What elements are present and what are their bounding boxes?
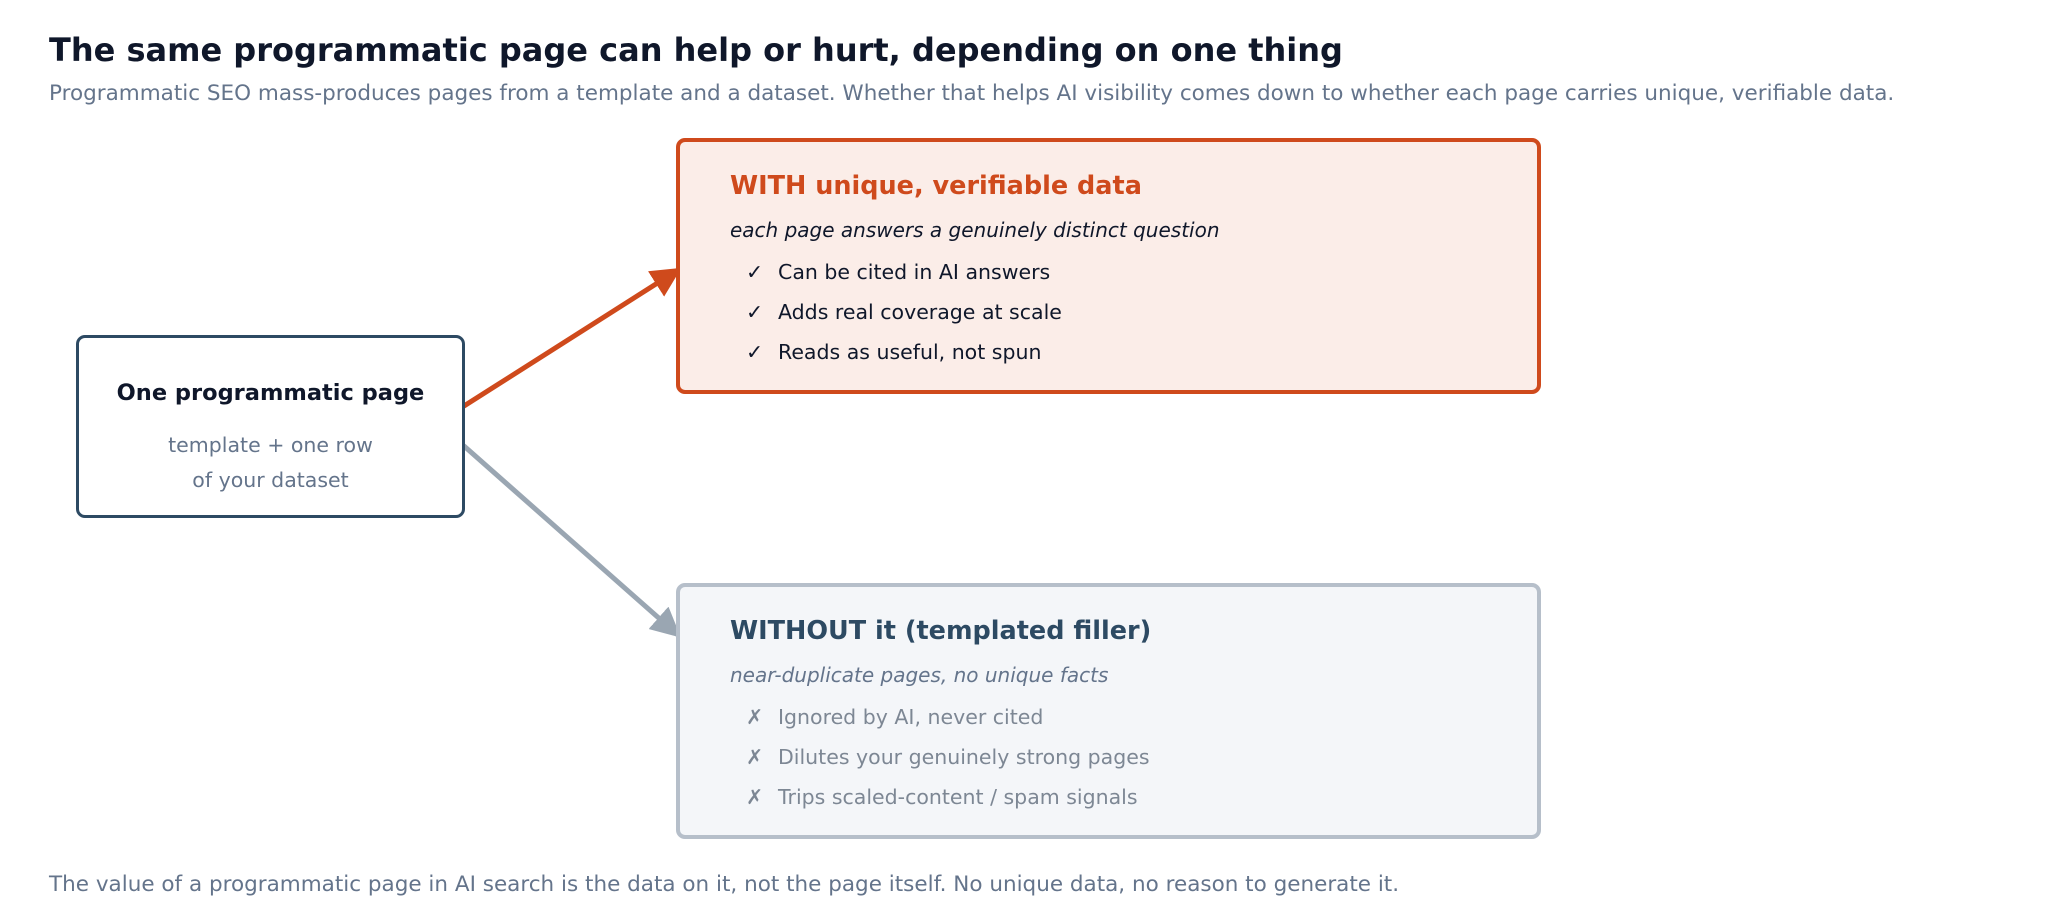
programmatic-page-description-line: template + one row (168, 433, 373, 457)
benefit-item: ✓ Adds real coverage at scale (746, 292, 1062, 332)
programmatic-page-description: template + one row of your dataset (79, 428, 462, 498)
drawback-text: Ignored by AI, never cited (778, 705, 1044, 729)
without-data-outcome-box: WITHOUT it (templated filler) near-dupli… (676, 583, 1541, 839)
programmatic-page-node: One programmatic page template + one row… (76, 335, 465, 518)
check-icon: ✓ (746, 260, 764, 284)
drawback-item: ✗ Trips scaled-content / spam signals (746, 777, 1150, 817)
with-data-benefit-list: ✓ Can be cited in AI answers ✓ Adds real c… (746, 252, 1062, 372)
cross-icon: ✗ (746, 745, 764, 769)
with-data-outcome-box: WITH unique, verifiable data each page a… (676, 138, 1541, 394)
diagram-title: The same programmatic page can help or h… (49, 31, 1343, 69)
benefit-text: Reads as useful, not spun (778, 340, 1042, 364)
without-data-drawback-list: ✗ Ignored by AI, never cited ✗ Dilutes you… (746, 697, 1150, 817)
benefit-item: ✓ Reads as useful, not spun (746, 332, 1062, 372)
check-icon: ✓ (746, 340, 764, 364)
programmatic-page-title: One programmatic page (116, 380, 425, 406)
benefit-text: Can be cited in AI answers (778, 260, 1051, 284)
drawback-item: ✗ Dilutes your genuinely strong pages (746, 737, 1150, 777)
diagram-subtitle: Programmatic SEO mass-produces pages fro… (49, 81, 1895, 106)
with-data-heading: WITH unique, verifiable data (730, 171, 1142, 201)
arrow-to-with-data (461, 267, 682, 409)
cross-icon: ✗ (746, 785, 764, 809)
drawback-text: Dilutes your genuinely strong pages (778, 745, 1150, 769)
cross-icon: ✗ (746, 705, 764, 729)
footer-note: The value of a programmatic page in AI s… (49, 872, 1400, 897)
benefit-text: Adds real coverage at scale (778, 300, 1062, 324)
arrow-to-without-data (461, 443, 681, 638)
check-icon: ✓ (746, 300, 764, 324)
benefit-item: ✓ Can be cited in AI answers (746, 252, 1062, 292)
without-data-tagline: near-duplicate pages, no unique facts (730, 663, 1109, 687)
drawback-text: Trips scaled-content / spam signals (778, 785, 1138, 809)
programmatic-page-description-line: of your dataset (192, 468, 349, 492)
with-data-tagline: each page answers a genuinely distinct q… (730, 218, 1220, 242)
without-data-heading: WITHOUT it (templated filler) (730, 616, 1152, 646)
drawback-item: ✗ Ignored by AI, never cited (746, 697, 1150, 737)
